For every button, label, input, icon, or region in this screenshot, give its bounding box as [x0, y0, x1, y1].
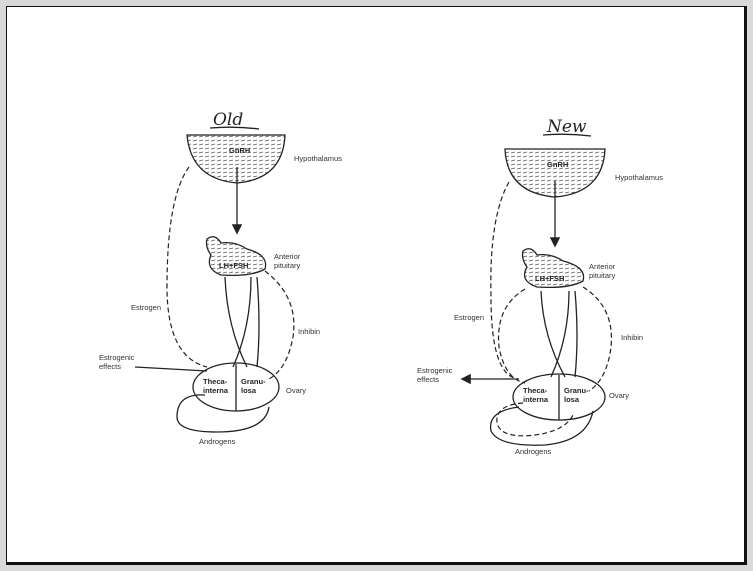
- hypothalamus-label: Hypothalamus: [615, 173, 663, 182]
- theca-label-1: Theca-: [203, 377, 228, 386]
- hypothalamus-shape: [187, 135, 285, 183]
- androgens-label: Androgens: [515, 447, 552, 456]
- theca-label-1: Theca-: [523, 386, 548, 395]
- granulosa-label-2: losa: [564, 395, 580, 404]
- lh-fsh-label: LH+FSH: [535, 274, 564, 283]
- androgens-loop: [491, 407, 593, 445]
- lh-line: [541, 291, 565, 377]
- slide: Old GnRH Hypothalamus LH+FSH Anterior pi…: [6, 6, 747, 565]
- ovary-label: Ovary: [609, 391, 629, 400]
- estrogen-feedback-line: [167, 167, 207, 367]
- estrogenic-label: Estrogenic: [99, 353, 135, 362]
- androgens-loop: [177, 395, 269, 432]
- estrogenic-label: Estrogenic: [417, 366, 453, 375]
- hypothalamus-label: Hypothalamus: [294, 154, 342, 163]
- lh-line: [225, 277, 247, 367]
- inhibin-feedback-line: [265, 271, 294, 379]
- lh-fsh-label: LH+FSH: [219, 261, 248, 270]
- theca-label-2: interna: [203, 386, 229, 395]
- anterior-label: Anterior: [274, 252, 301, 261]
- granulosa-label-1: Granu-: [564, 386, 589, 395]
- estrogen-label: Estrogen: [131, 303, 161, 312]
- inhibin-label: Inhibin: [298, 327, 320, 336]
- androgens-label: Androgens: [199, 437, 236, 446]
- effects-label: effects: [417, 375, 439, 384]
- theca-label-2: interna: [523, 395, 549, 404]
- fsh-line-2: [257, 277, 259, 367]
- ovary-label: Ovary: [286, 386, 306, 395]
- new-panel: New GnRH Hypothalamus LH+FSH Anterior pi…: [417, 117, 663, 456]
- estrogen-label: Estrogen: [454, 313, 484, 322]
- gnrh-label: GnRH: [229, 146, 250, 155]
- anterior-label: Anterior: [589, 262, 616, 271]
- inhibin-label: Inhibin: [621, 333, 643, 342]
- fsh-line: [233, 277, 251, 367]
- effects-label: effects: [99, 362, 121, 371]
- granulosa-label-2: losa: [241, 386, 257, 395]
- old-panel: Old GnRH Hypothalamus LH+FSH Anterior pi…: [99, 110, 342, 446]
- estrogenic-effects-arrow: [135, 367, 207, 371]
- gnrh-label: GnRH: [547, 160, 568, 169]
- fsh-line-2: [575, 291, 577, 377]
- inhibin-feedback-line: [583, 287, 611, 391]
- estrogen-feedback-line-2: [499, 289, 525, 383]
- pituitary-label: pituitary: [589, 271, 616, 280]
- estrogen-feedback-line: [491, 182, 519, 379]
- pituitary-label: pituitary: [274, 261, 301, 270]
- fsh-line: [551, 291, 569, 377]
- diagram-canvas: Old GnRH Hypothalamus LH+FSH Anterior pi…: [7, 7, 748, 566]
- granulosa-label-1: Granu-: [241, 377, 266, 386]
